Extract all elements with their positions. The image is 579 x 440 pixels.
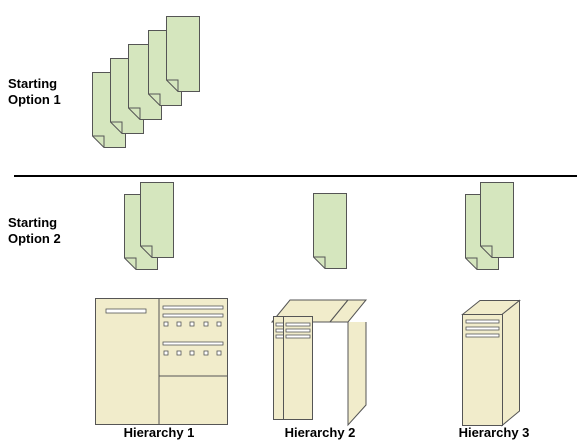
option-1-document-stack [92,16,200,148]
document-icon [166,16,200,92]
document-icon [140,182,174,258]
hierarchy-1-label: Hierarchy 1 [123,425,195,440]
hierarchy-3-server-icon [461,299,521,427]
hierarchy-2-label: Hierarchy 2 [284,425,356,440]
option-2-documents-hierarchy-3 [465,182,514,270]
starting-option-2-label: Starting Option 2 [8,215,61,247]
option-2-documents-hierarchy-2 [313,193,347,269]
hierarchy-1-server-icon [95,298,228,425]
document-icon [480,182,514,258]
option-1-line-2: Option 1 [8,92,61,107]
starting-option-1-label: Starting Option 1 [8,76,61,108]
option-1-line-1: Starting [8,76,58,91]
hierarchy-2-server-icon [270,299,368,427]
option-2-documents-hierarchy-1 [124,182,174,270]
option-2-line-2: Option 2 [8,231,61,246]
option-2-line-1: Starting [8,215,58,230]
hierarchy-3-label: Hierarchy 3 [458,425,530,440]
document-icon [313,193,347,269]
